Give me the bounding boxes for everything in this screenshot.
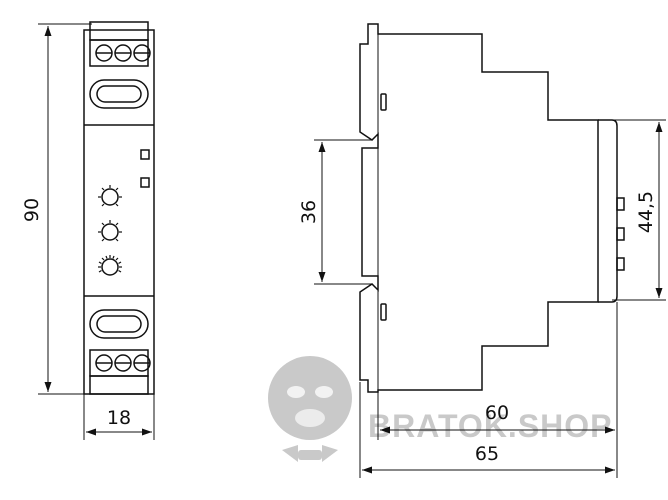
dim-label-front-height: 44,5 [635, 191, 657, 233]
dim-label-height-total: 90 [21, 198, 43, 222]
dim-width-18 [83, 394, 155, 440]
watermark-text: BRATOK.SHOP [368, 408, 613, 444]
watermark: BRATOK.SHOP [268, 356, 613, 462]
top-terminal-cap [89, 21, 149, 41]
gorilla-logo-icon [268, 356, 352, 462]
adjust-knob-3 [98, 255, 122, 276]
side-view [359, 23, 625, 393]
led-power-indicator [140, 149, 150, 160]
dim-front-44-5 [612, 119, 666, 301]
dim-label-rail-height: 36 [298, 200, 320, 224]
dim-label-depth-total: 65 [475, 443, 499, 465]
front-panel-cover [598, 119, 618, 303]
dim-label-width-front: 18 [107, 407, 131, 429]
bottom-wire-entry-slot [89, 309, 149, 339]
dim-rail-36 [314, 139, 372, 285]
dim-label-depth-inner: 60 [485, 402, 509, 424]
top-screw-terminals [95, 44, 151, 62]
adjust-knob-2 [98, 220, 122, 242]
dim-depth-65 [359, 382, 615, 478]
side-housing-outline [359, 23, 599, 393]
knob-profile-2 [616, 227, 625, 241]
side-upper-slot [380, 93, 387, 111]
bottom-screw-terminals [95, 354, 151, 372]
dim-depth-60 [377, 302, 618, 478]
knob-profile-3 [616, 257, 625, 271]
side-lower-slot [380, 303, 387, 321]
top-wire-entry-slot [89, 79, 149, 109]
bottom-terminal-cap [89, 375, 149, 395]
adjust-knob-1 [98, 185, 122, 207]
led-relay-indicator [140, 177, 150, 188]
knob-profile-1 [616, 197, 625, 211]
dim-height-90 [38, 23, 92, 395]
front-view [83, 21, 155, 395]
